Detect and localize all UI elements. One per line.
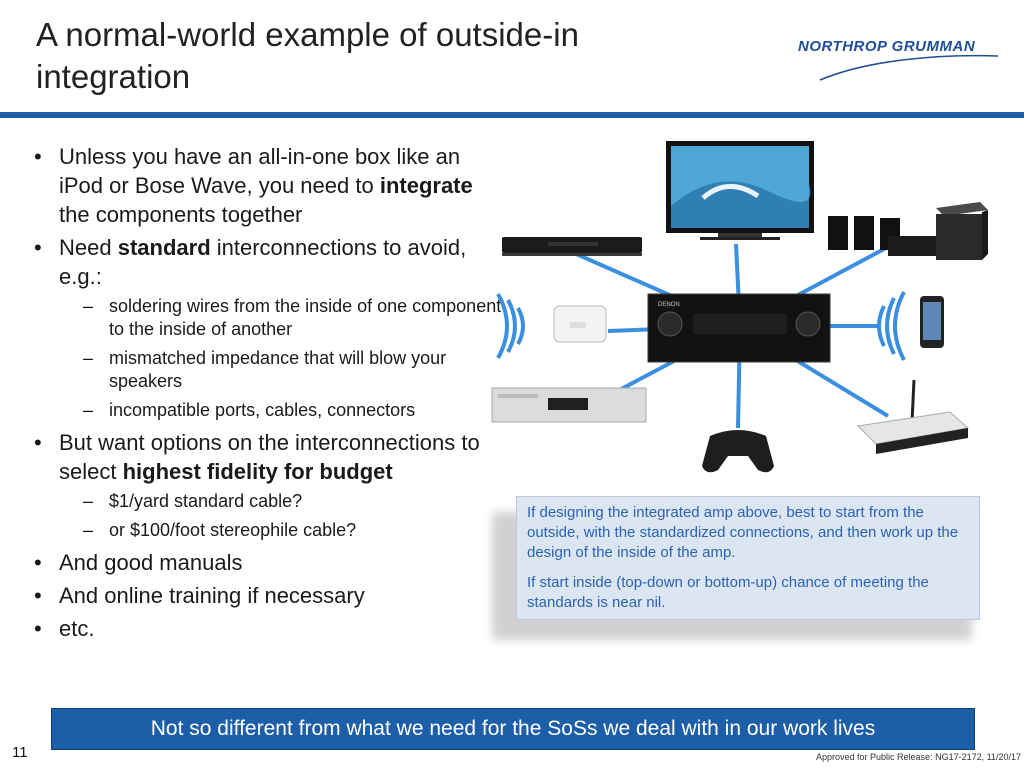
logo-swoosh-icon [819,54,999,81]
tv-icon [666,141,814,240]
receiver-brand-label: DENON [658,302,680,308]
bullet-etc: • etc. [34,616,95,641]
vcr-icon [491,387,647,423]
bullet-options: • But want options on the interconnectio… [34,430,480,484]
northrop-grumman-logo: NORTHROP GRUMMAN [798,38,1003,84]
bullet-glyph: • [34,616,42,641]
bullet-integrate: • Unless you have an all-in-one box like… [34,144,473,227]
bullet-training: • And online training if necessary [34,583,365,608]
callout-box: If designing the integrated amp above, b… [516,496,980,620]
sub-bullet: –incompatible ports, cables, connectors [83,400,416,420]
sub-bullet: –$1/yard standard cable? [83,491,303,511]
game-controller-icon [702,430,774,473]
wifi-signal-icon [496,293,525,359]
phone-icon [920,296,944,348]
receiver-icon: DENON [647,293,831,363]
title-divider [0,112,1024,118]
home-theater-diagram: DENON [491,141,988,473]
page-number: 11 [12,744,28,761]
wireless-bridge-icon [553,305,607,343]
summary-banner: Not so different from what we need for t… [51,708,975,750]
bullet-glyph: • [34,583,42,608]
slide-title: A normal-world example of outside-in int… [36,16,579,95]
bullet-glyph: • [34,430,42,455]
bullet-manuals: • And good manuals [34,550,243,575]
bullet-glyph: • [34,550,42,575]
subwoofer-icon [936,202,988,260]
sub-bullet: –or $100/foot stereophile cable? [83,520,357,540]
sub-bullet: –mismatched impedance that will blow you… [83,348,447,391]
wifi-signal-icon [877,291,906,361]
bullet-list: • Unless you have an all-in-one box like… [34,142,504,647]
callout-paragraph: If start inside (top-down or bottom-up) … [527,574,929,611]
dvd-player-icon [502,237,642,256]
bullet-glyph: • [34,235,42,260]
bullet-glyph: • [34,144,42,169]
sub-bullet: –soldering wires from the inside of one … [83,296,502,339]
router-icon [856,379,970,454]
callout-paragraph: If designing the integrated amp above, b… [527,504,959,561]
speakers-icon [828,216,944,256]
bullet-standard: • Need standard interconnections to avoi… [34,235,467,289]
approval-notice: Approved for Public Release: NG17-2172, … [816,752,1021,762]
